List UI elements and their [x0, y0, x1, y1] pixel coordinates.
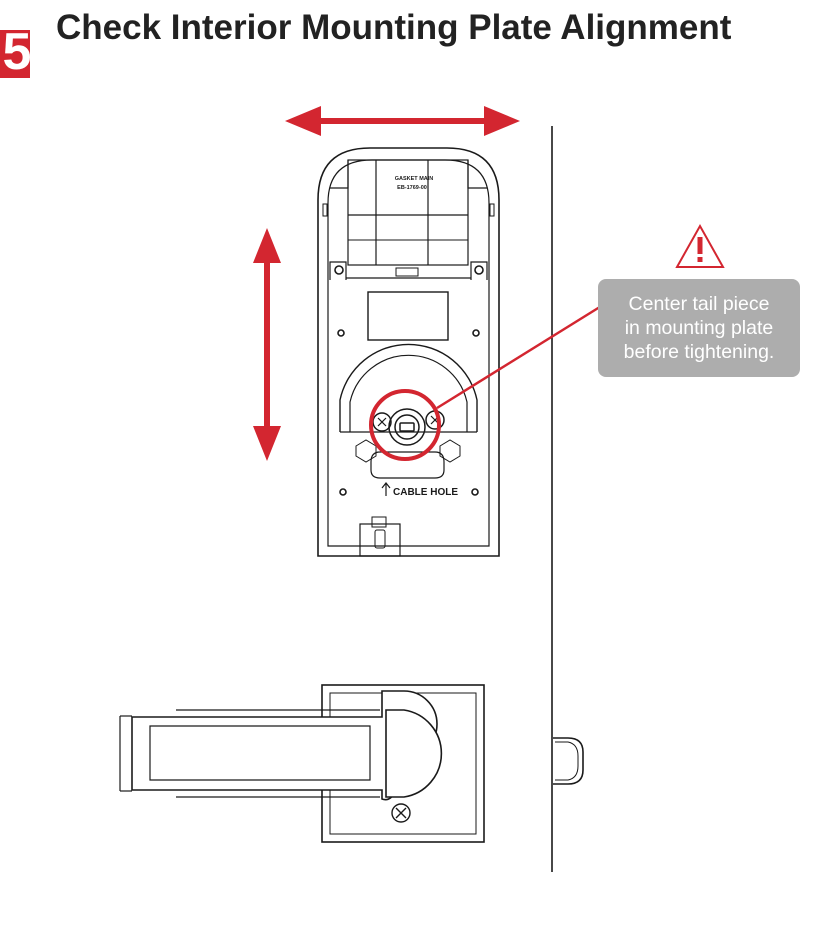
- callout-line-3: before tightening.: [623, 341, 775, 363]
- plate-screw-holes: [334, 265, 484, 496]
- lever-hub: [385, 709, 443, 798]
- tail-piece: [372, 408, 445, 446]
- callout-leader-line: [436, 303, 604, 410]
- warning-triangle-icon: [675, 223, 725, 268]
- part-number-label: EB-1769-00: [397, 185, 427, 191]
- horizontal-double-arrow: [285, 106, 520, 136]
- cable-hole-arrow-icon: [381, 482, 391, 496]
- step-badge: [0, 30, 30, 78]
- callout-box: Center tail piece in mounting plate befo…: [598, 279, 800, 377]
- callout-line-1: Center tail piece: [628, 293, 770, 315]
- step-number: 5: [2, 23, 32, 81]
- callout-line-2: in mounting plate: [624, 317, 774, 339]
- vertical-double-arrow: [253, 228, 281, 461]
- door-latch: [553, 737, 584, 785]
- mounting-plate: [317, 147, 500, 557]
- tail-piece-highlight-circle: [369, 389, 441, 461]
- page-title: Check Interior Mounting Plate Alignment: [56, 8, 732, 47]
- gasket-label: GASKET MAIN: [395, 176, 434, 182]
- cable-hole-label: CABLE HOLE: [393, 487, 458, 498]
